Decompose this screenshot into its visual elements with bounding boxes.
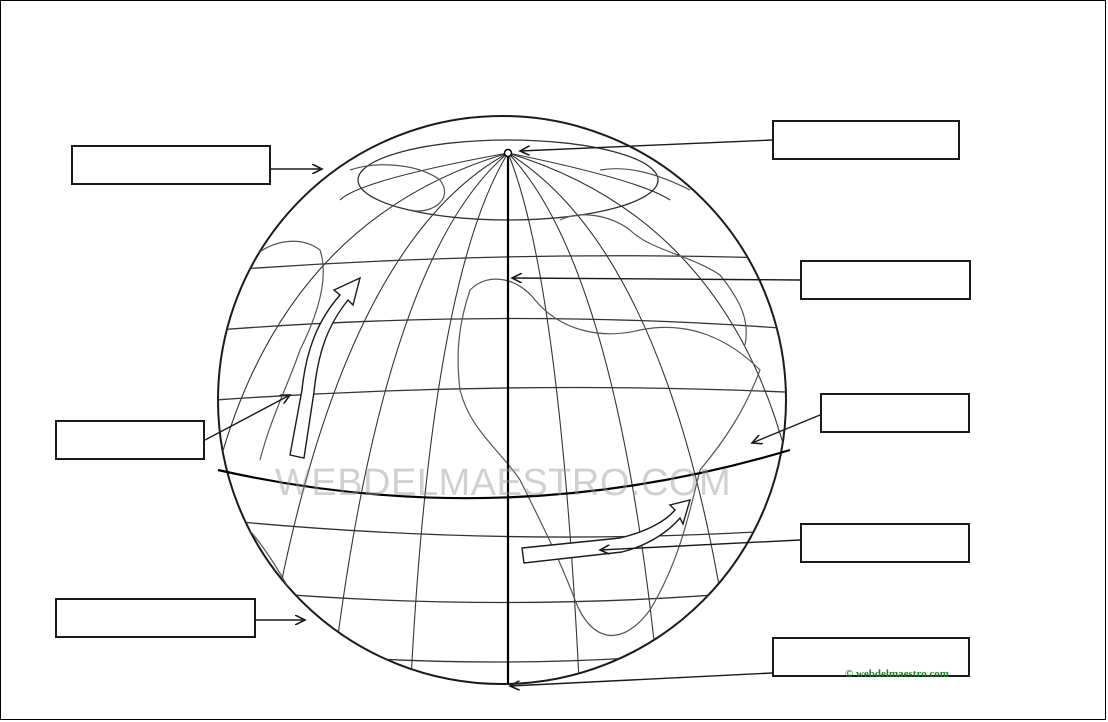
north-pole-point [505, 150, 512, 157]
answer-box-left-rotation[interactable] [55, 420, 205, 460]
copyright-text: © webdelmaestro.com [845, 668, 949, 680]
answer-box-bottom-left[interactable] [55, 598, 256, 638]
answer-box-top-left[interactable] [71, 145, 271, 185]
answer-box-right-rotation[interactable] [800, 523, 970, 563]
answer-box-north-pole[interactable] [772, 120, 960, 160]
answer-box-equator[interactable] [820, 393, 970, 433]
watermark-text: WEBDELMAESTRO.COM [275, 462, 731, 505]
answer-box-prime-meridian[interactable] [800, 260, 971, 300]
